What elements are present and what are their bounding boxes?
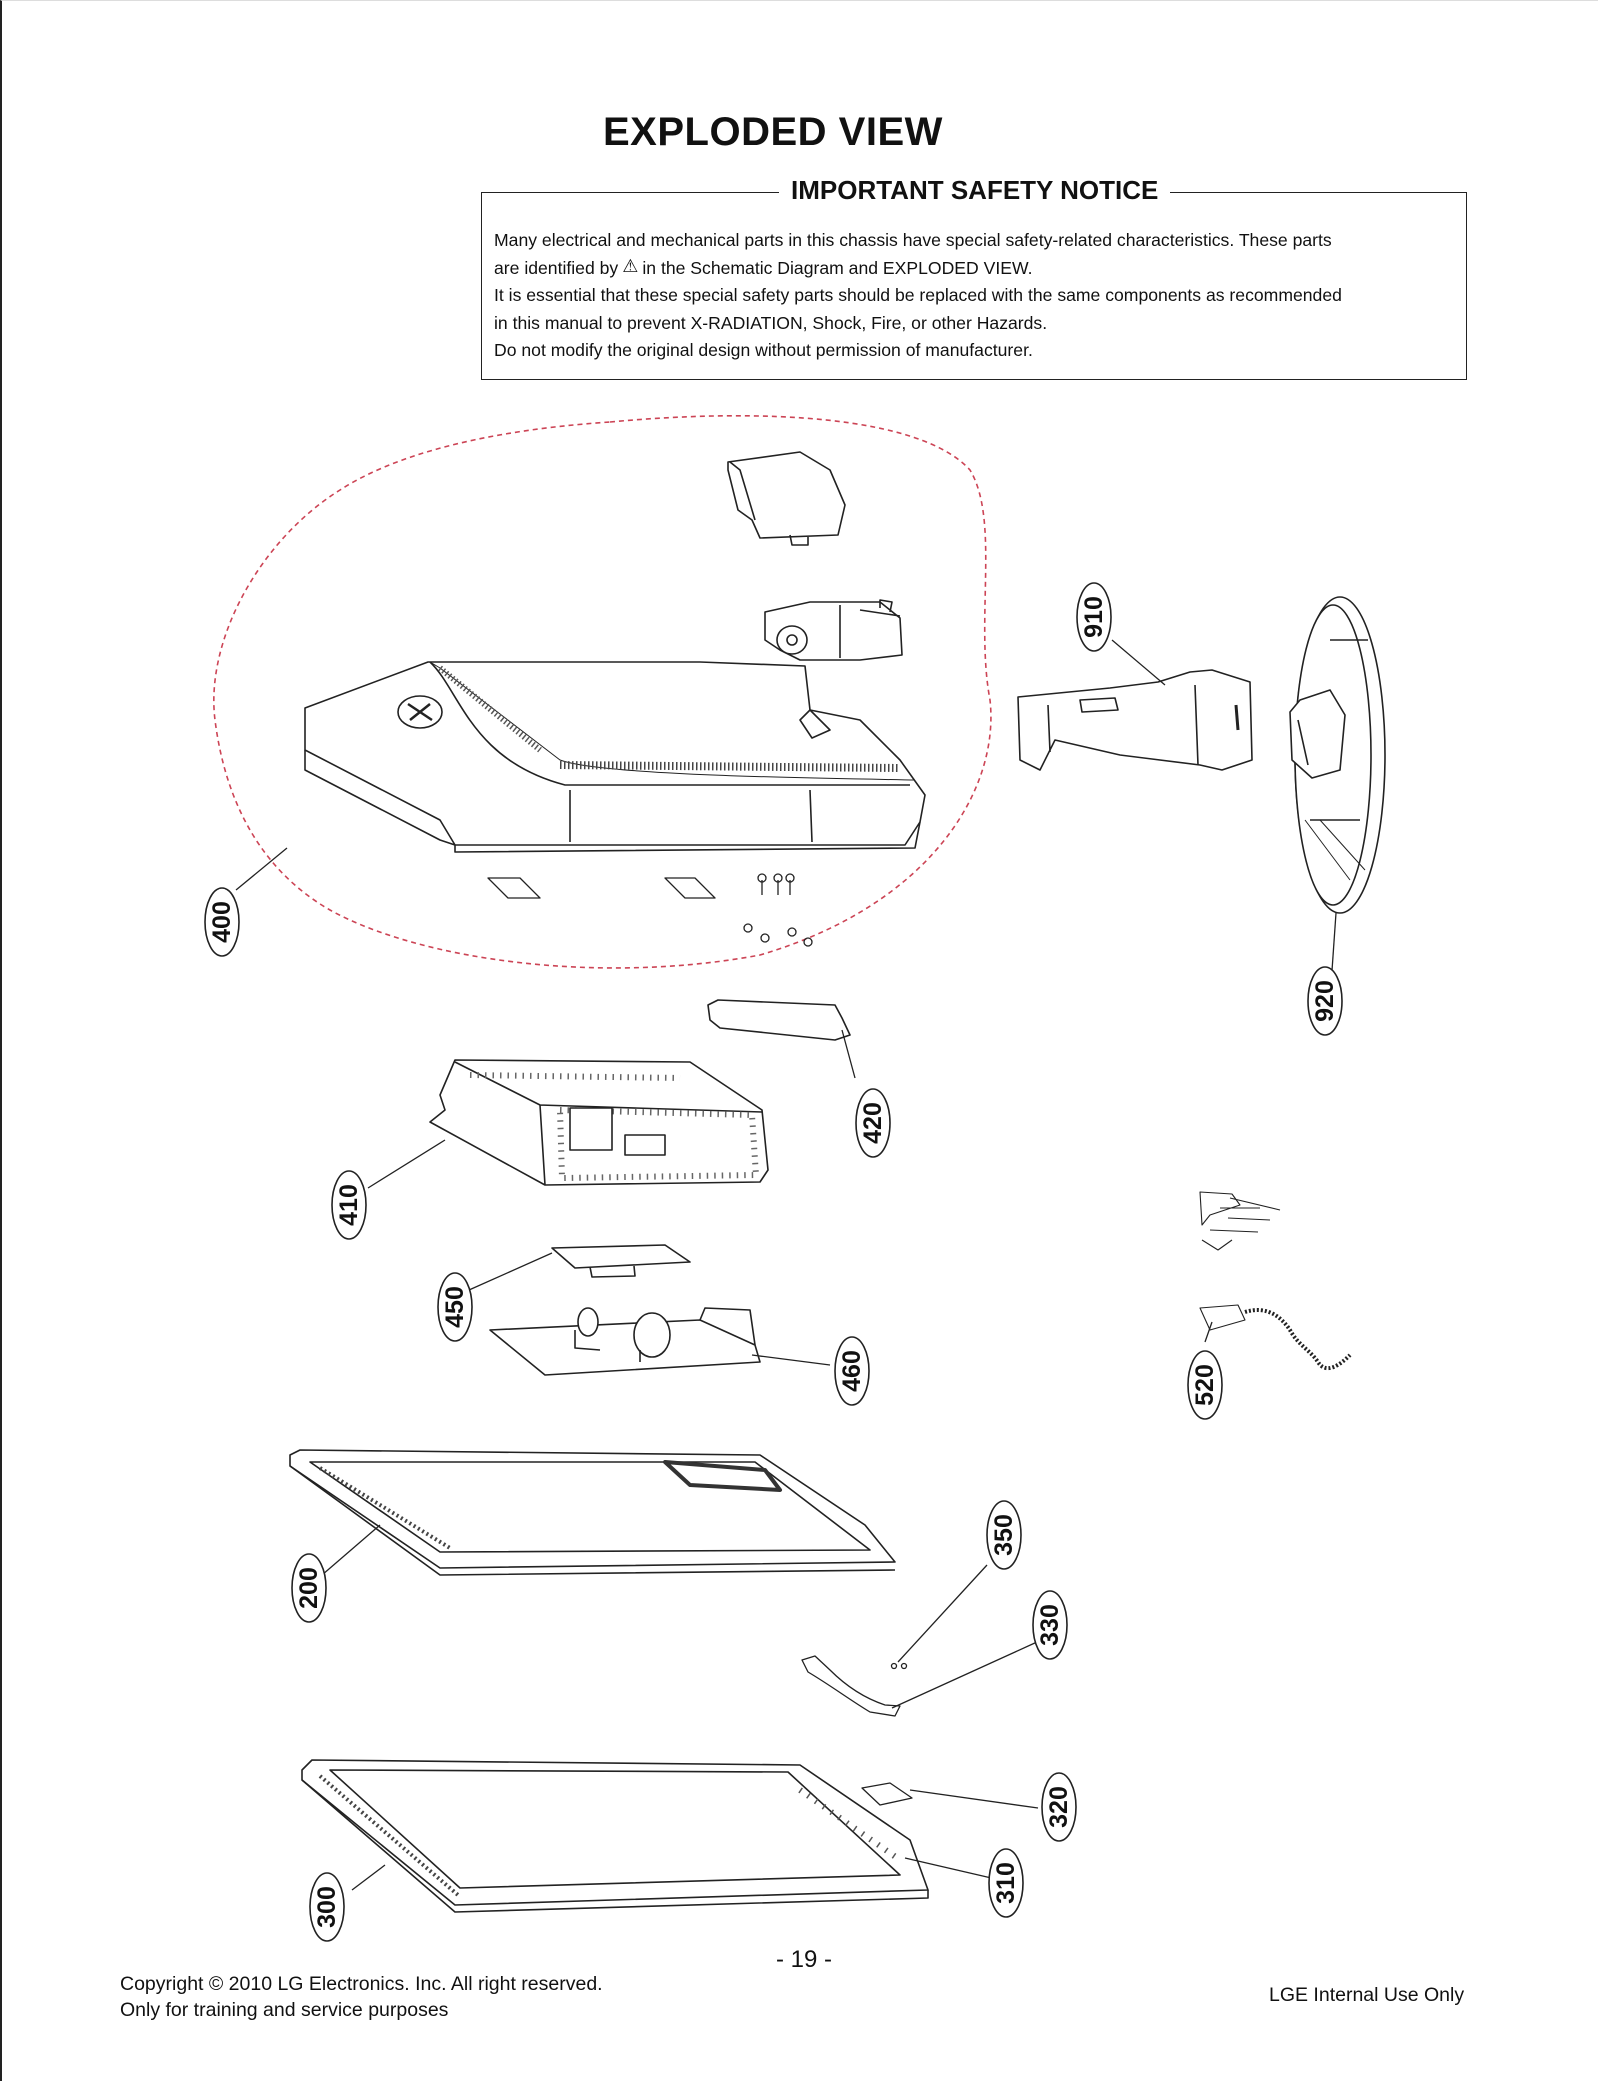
callout-400-label: 400 xyxy=(208,901,236,943)
footer-internal-use: LGE Internal Use Only xyxy=(1269,1984,1465,2006)
callout-330: 330 xyxy=(1032,1590,1068,1660)
stand-base-drawing xyxy=(1289,596,1386,914)
middle-frame-drawing xyxy=(289,1449,896,1576)
callout-310-label: 310 xyxy=(992,1862,1020,1904)
callout-920: 920 xyxy=(1307,966,1343,1036)
stand-neck-drawing xyxy=(1017,669,1253,771)
callout-920-label: 920 xyxy=(1311,980,1339,1022)
notice-line-4: in this manual to prevent X-RADIATION, S… xyxy=(494,312,1048,333)
cables-drawing xyxy=(1199,1191,1352,1371)
callout-330-label: 330 xyxy=(1036,1604,1064,1646)
notice-line-5: Do not modify the original design withou… xyxy=(494,340,1033,360)
callout-910: 910 xyxy=(1076,582,1112,652)
footer-copyright: Copyright © 2010 LG Electronics. Inc. Al… xyxy=(120,1973,603,1995)
callout-410: 410 xyxy=(331,1170,367,1240)
callout-450-label: 450 xyxy=(441,1286,469,1328)
callout-320-label: 320 xyxy=(1045,1786,1073,1828)
page-title: EXPLODED VIEW xyxy=(603,110,943,154)
callout-520: 520 xyxy=(1187,1350,1223,1420)
footer-training-note: Only for training and service purposes xyxy=(120,1999,449,2021)
front-cabinet-drawing xyxy=(301,1759,929,1913)
hinge-cover-drawing xyxy=(727,451,846,546)
callout-410-label: 410 xyxy=(335,1184,363,1226)
callout-420-label: 420 xyxy=(859,1102,887,1144)
callout-320: 320 xyxy=(1041,1772,1077,1842)
notice-line-2-end: in the Schematic Diagram and EXPLODED VI… xyxy=(642,257,1033,278)
safety-notice-heading: IMPORTANT SAFETY NOTICE xyxy=(779,175,1171,206)
board-450-drawing xyxy=(551,1244,691,1278)
callout-460-label: 460 xyxy=(838,1350,866,1392)
callout-300: 300 xyxy=(309,1872,345,1942)
callout-200-label: 200 xyxy=(295,1567,323,1609)
shield-case-drawing xyxy=(429,1059,769,1186)
callout-460: 460 xyxy=(834,1336,870,1406)
page-number: - 19 - xyxy=(776,1946,833,1973)
callout-420: 420 xyxy=(855,1088,891,1158)
callout-910-label: 910 xyxy=(1080,596,1108,638)
callout-450: 450 xyxy=(437,1272,473,1342)
callout-350-label: 350 xyxy=(990,1514,1018,1556)
callout-200: 200 xyxy=(291,1553,327,1623)
callout-350: 350 xyxy=(986,1500,1022,1570)
callout-leader-lines xyxy=(235,639,1337,1891)
callout-300-label: 300 xyxy=(313,1886,341,1928)
callout-520-label: 520 xyxy=(1191,1364,1219,1406)
power-board-drawing xyxy=(489,1307,761,1376)
notice-line-2-start: are identified by xyxy=(494,257,619,278)
safety-notice-body: Many electrical and mechanical parts in … xyxy=(494,227,1454,365)
warning-triangle-icon: ⚠ xyxy=(622,255,639,276)
notice-line-3: It is essential that these special safet… xyxy=(494,285,1342,305)
notice-line-1: Many electrical and mechanical parts in … xyxy=(494,230,1332,250)
hinge-drawing xyxy=(764,599,903,661)
bracket-drawing xyxy=(707,999,851,1041)
rear-cover-group-outline xyxy=(213,414,992,969)
rear-cover-drawing xyxy=(304,661,926,853)
safety-notice-box: IMPORTANT SAFETY NOTICE Many electrical … xyxy=(481,175,1467,380)
callout-400: 400 xyxy=(204,887,240,957)
callout-310: 310 xyxy=(988,1848,1024,1918)
mounting-brackets-drawing xyxy=(487,873,813,947)
notice-line-2: are identified by⚠in the Schematic Diagr… xyxy=(494,255,1454,283)
